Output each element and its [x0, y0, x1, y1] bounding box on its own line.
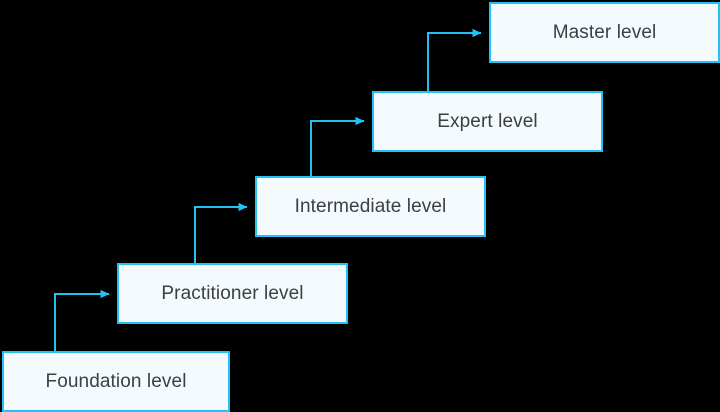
level-box-expert[interactable]: Expert level: [372, 91, 603, 152]
level-label-foundation: Foundation level: [45, 371, 187, 392]
level-label-intermediate: Intermediate level: [294, 196, 447, 217]
connector-practitioner-to-intermediate: [194, 202, 248, 263]
level-box-intermediate[interactable]: Intermediate level: [255, 176, 486, 237]
connector-intermediate-to-expert: [310, 116, 365, 176]
level-label-expert: Expert level: [437, 111, 538, 132]
level-label-practitioner: Practitioner level: [161, 283, 304, 304]
level-box-practitioner[interactable]: Practitioner level: [117, 263, 348, 324]
level-box-foundation[interactable]: Foundation level: [2, 351, 230, 412]
level-box-master[interactable]: Master level: [489, 2, 720, 63]
connector-foundation-to-practitioner: [54, 289, 110, 351]
connector-expert-to-master: [427, 28, 482, 91]
level-label-master: Master level: [552, 22, 657, 43]
